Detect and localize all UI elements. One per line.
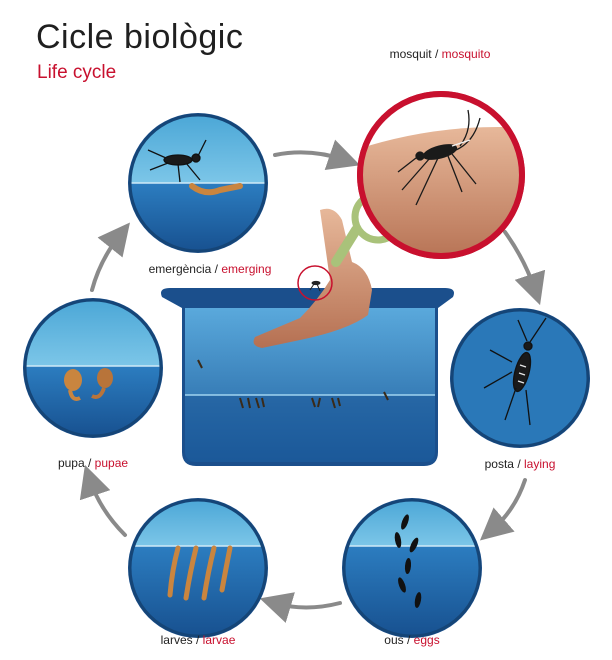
arrow-eggs-to-larvae — [259, 592, 342, 623]
label-separator: / — [195, 633, 200, 647]
arrow-larvae-to-pupae — [79, 464, 127, 537]
page-subtitle: Life cycle — [37, 62, 117, 83]
stage-circle-pupae — [23, 298, 163, 438]
page-title: Cicle biològic — [36, 18, 244, 56]
stage-label-mosquito: mosquit / mosquito — [390, 47, 491, 61]
stage-label-ca: emergència — [148, 262, 212, 276]
pupa-icon — [64, 368, 113, 401]
arrow-emerging-to-mosquito — [273, 139, 361, 170]
emerging-mosquito-icon — [147, 139, 207, 183]
stage-label-ca: larves — [160, 633, 193, 647]
stage-circle-emerging — [128, 113, 268, 253]
stage-label-en: larvae — [202, 633, 236, 647]
stage-label-en: eggs — [413, 633, 440, 647]
mosquito-icon — [397, 109, 481, 206]
stage-circle-larvae — [128, 498, 268, 638]
egg-icons — [394, 514, 422, 608]
stage-label-en: mosquito — [441, 47, 491, 61]
stage-circle-eggs — [342, 498, 482, 638]
stage-label-ca: pupa — [57, 456, 85, 470]
stage-label-en: pupae — [94, 456, 129, 470]
stage-label-eggs: ous / eggs — [384, 633, 439, 647]
tiny-mosquito-icon — [309, 280, 321, 292]
stage-label-emerging: emergència / emerging — [149, 262, 272, 276]
stage-circle-mosquito — [357, 91, 525, 259]
stage-label-laying: posta / laying — [485, 457, 556, 471]
stage-label-ca: ous — [384, 633, 404, 647]
label-separator: / — [87, 456, 92, 470]
tub-larvae — [197, 359, 389, 409]
label-separator: / — [406, 633, 411, 647]
stage-label-en: laying — [524, 457, 556, 471]
cycle-arrows — [79, 139, 546, 623]
arrow-mosquito-to-laying — [503, 230, 546, 306]
label-separator: / — [434, 47, 439, 61]
mosquito-zoom-target — [297, 265, 333, 301]
larva-icons — [167, 545, 233, 601]
stage-label-ca: mosquit — [389, 47, 432, 61]
stage-label-pupae: pupa / pupae — [58, 456, 128, 470]
stage-label-larvae: larves / larvae — [161, 633, 236, 647]
stage-label-ca: posta — [484, 457, 514, 471]
label-separator: / — [214, 262, 219, 276]
pupal-case-icon — [189, 183, 243, 196]
label-separator: / — [517, 457, 521, 471]
arrow-pupae-to-emerging — [90, 222, 130, 292]
laying-mosquito-icon — [483, 317, 547, 426]
stage-label-en: emerging — [221, 262, 272, 276]
arrow-laying-to-eggs — [479, 478, 527, 541]
stage-circle-laying — [450, 308, 590, 448]
water-tub — [161, 208, 454, 466]
